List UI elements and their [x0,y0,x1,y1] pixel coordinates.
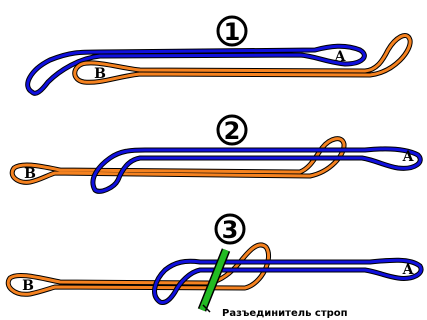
loop-a-label-1: A [334,49,347,65]
step-2-number: 2 [224,117,241,145]
separator-pointer [202,304,211,313]
loop-b-label-1: B [94,66,106,82]
loop-b-label-3: B [22,278,34,294]
step-1-number: 1 [224,18,241,46]
blue-sling-1 [25,43,367,96]
separator-caption: Разъединитель строп [222,308,348,319]
step-3-circle [214,213,246,245]
step-3: 3 B A Разъединитель строп [5,213,424,319]
sling-separator [197,248,231,312]
blue-sling-3 [152,257,424,305]
loop-a-label-3: A [402,262,415,278]
orange-sling-1 [72,33,413,85]
loop-a-label-2: A [402,149,415,165]
step-1: 1 A B [25,15,413,96]
loop-b-label-2: B [24,166,36,182]
step-3-number: 3 [222,216,239,244]
step-2-circle [216,114,248,146]
step-1-circle [216,15,248,47]
blue-sling-2 [90,146,423,194]
step-2: 2 B A [9,114,423,194]
orange-sling-2 [9,136,347,185]
